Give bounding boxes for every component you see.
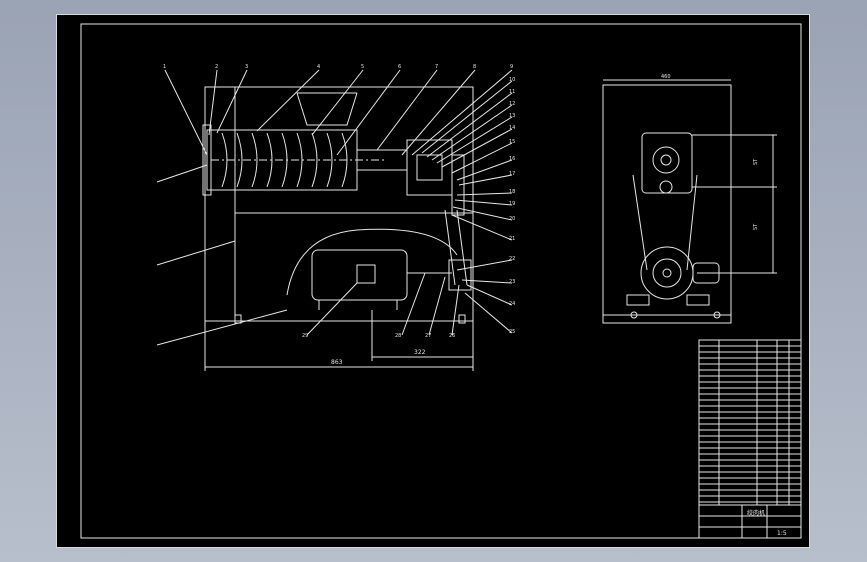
balloon-4: 4 [317, 64, 320, 70]
dim-motor-offset: 322 [414, 349, 426, 356]
balloon-17: 17 [509, 171, 515, 177]
title-block [698, 504, 802, 539]
upper-pulley [652, 146, 680, 174]
balloon-14: 14 [509, 125, 515, 131]
balloon-18: 18 [509, 189, 515, 195]
balloon-6: 6 [398, 64, 401, 70]
title-scale: 1:5 [777, 530, 787, 537]
gearbox [406, 139, 453, 196]
svg-text:ST: ST [753, 158, 759, 165]
inner-frame [80, 23, 802, 539]
leader-lines [156, 69, 513, 336]
side-view: 460 [602, 74, 777, 324]
balloon-25: 25 [509, 329, 515, 335]
hopper [296, 92, 358, 126]
balloon-3: 3 [245, 64, 248, 70]
side-housing [602, 84, 732, 324]
balloon-15: 15 [509, 139, 515, 145]
balloon-28: 28 [395, 333, 401, 339]
balloon-26: 26 [449, 333, 455, 339]
parts-rows [699, 345, 801, 503]
screw-conveyor [221, 132, 348, 188]
housing-outline [204, 86, 474, 322]
dim-overall-length: 863 [331, 359, 343, 366]
balloon-12: 12 [509, 101, 515, 107]
balloon-11: 11 [509, 89, 515, 95]
assembly-drawing: 1 2 3 4 5 6 7 8 9 10 11 12 13 14 15 16 1 [80, 23, 802, 539]
balloon-20: 20 [509, 216, 515, 222]
dim-front-width: 460 [661, 74, 671, 80]
balloon-22: 22 [509, 256, 515, 262]
balloon-9: 9 [510, 64, 513, 70]
balloon-8: 8 [473, 64, 476, 70]
dimension-overall: 863 [204, 321, 474, 371]
lower-pulley [640, 246, 694, 300]
balloon-10: 10 [509, 77, 515, 83]
svg-text:ST: ST [753, 223, 759, 230]
balloon-24: 24 [509, 301, 515, 307]
balloon-29: 29 [302, 333, 308, 339]
balloon-27: 27 [425, 333, 431, 339]
balloon-23: 23 [509, 279, 515, 285]
main-view: 1 2 3 4 5 6 7 8 9 10 11 12 13 14 15 16 1 [156, 64, 515, 371]
motor [311, 249, 408, 301]
balloon-16: 16 [509, 156, 515, 162]
balloon-1: 1 [163, 64, 166, 70]
balloon-21: 21 [509, 236, 515, 242]
balloon-2: 2 [215, 64, 218, 70]
title-name: 绞肉机 [747, 509, 765, 517]
balloon-13: 13 [509, 113, 515, 119]
dimension-motor: 322 [371, 310, 473, 361]
drawing-sheet: 1 2 3 4 5 6 7 8 9 10 11 12 13 14 15 16 1 [56, 14, 810, 548]
parts-list-table: 绞肉机 1:5 [698, 339, 802, 539]
balloon-5: 5 [361, 64, 364, 70]
balloon-7: 7 [435, 64, 438, 70]
balloon-19: 19 [509, 201, 515, 207]
